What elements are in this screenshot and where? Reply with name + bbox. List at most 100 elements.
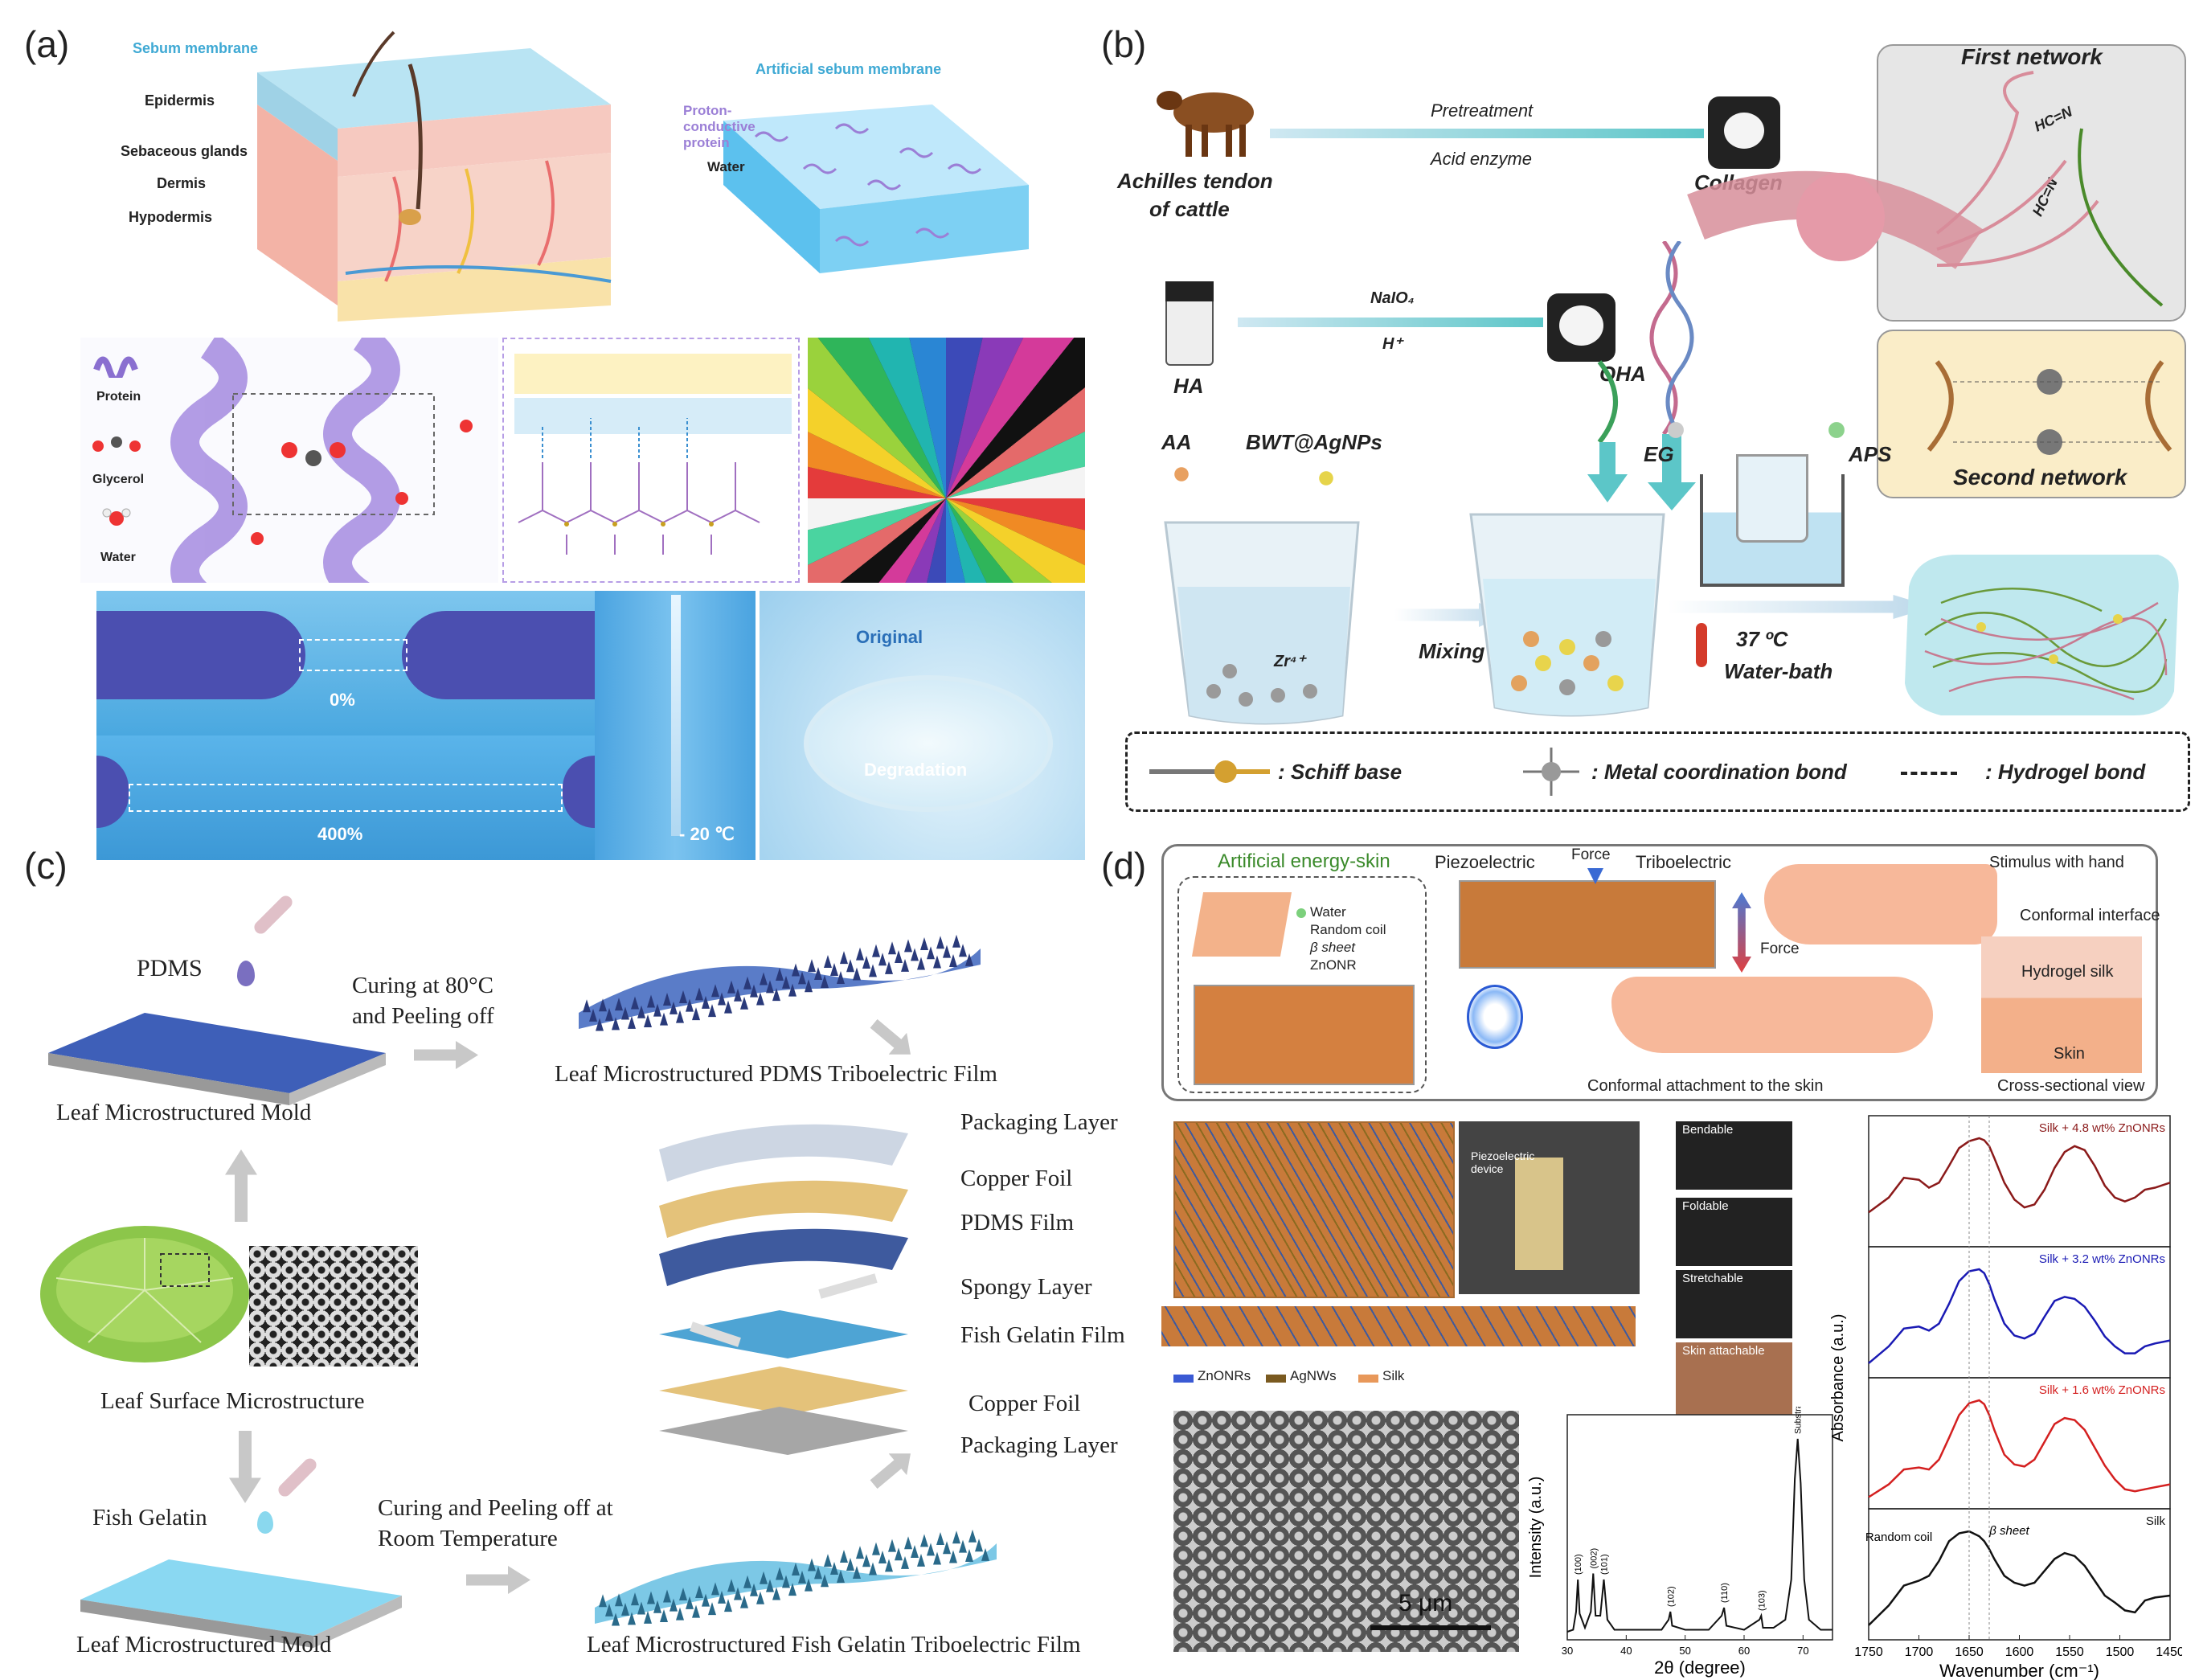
spike — [599, 1594, 607, 1608]
color-wedge — [946, 338, 1085, 498]
spike — [917, 957, 925, 970]
curing-1-line1: Curing at 80°C — [352, 973, 493, 998]
artificial-membrane-illustration — [723, 104, 1029, 273]
spike — [943, 1541, 951, 1555]
material-legend-agnw — [1266, 1375, 1286, 1383]
spike — [670, 1001, 678, 1014]
spike — [734, 988, 742, 1002]
material-silk-label: Silk — [1382, 1368, 1405, 1383]
layered-device-3d — [1173, 1121, 1455, 1298]
ftir-x-tick-label: 1600 — [2005, 1645, 2034, 1659]
layer-label-5: Copper Foil — [968, 1391, 1081, 1416]
spike — [750, 1583, 758, 1596]
color-wedge — [946, 498, 1085, 566]
network-strands — [1687, 71, 2172, 455]
panel-label-d: (d) — [1101, 845, 1147, 887]
xrd-plot-frame — [1566, 1414, 1833, 1641]
spike — [949, 954, 957, 968]
spike — [647, 994, 655, 1008]
legend-schiff-base: : Schiff base — [1278, 760, 1403, 784]
ftir-series-line — [1868, 1530, 2171, 1626]
spike — [830, 1562, 838, 1576]
color-wedge — [808, 498, 946, 583]
layer-label-2: PDMS Film — [960, 1210, 1075, 1235]
ftir-series-line — [1868, 1268, 2171, 1364]
spike — [821, 974, 829, 988]
bulb-icon — [1467, 985, 1523, 1049]
sem-image — [1173, 1411, 1519, 1652]
zr-label: Zr⁴⁺ — [1274, 653, 1306, 670]
glove-right-top — [402, 611, 595, 699]
skin-label-sebaceous: Sebaceous glands — [121, 143, 248, 159]
spike — [965, 1549, 973, 1563]
photo-foldable-label: Foldable — [1682, 1199, 1729, 1213]
skin-label: Skin — [2054, 1045, 2085, 1063]
chemical-bonds — [518, 418, 760, 555]
panel-label-c: (c) — [24, 845, 68, 887]
spike — [846, 959, 854, 973]
spike — [959, 1539, 967, 1553]
hydrogel-silk-label: Hydrogel silk — [2021, 963, 2114, 981]
spike — [952, 1530, 960, 1544]
spike — [663, 993, 671, 1006]
spike — [888, 1539, 896, 1552]
spike — [824, 954, 832, 968]
spike — [949, 1550, 957, 1563]
spike — [637, 1601, 645, 1615]
ftir-x-tick-label: 1650 — [1955, 1645, 1984, 1659]
spike — [968, 1529, 977, 1543]
pipette-2 — [276, 1456, 319, 1499]
spike — [911, 1545, 919, 1559]
spike — [760, 1571, 768, 1584]
bond-legend-box — [1125, 731, 2190, 812]
panel-a: Sebum membrane Epidermis Sebaceous gland… — [80, 16, 1085, 860]
spike — [975, 1539, 983, 1552]
conformal-attach-label: Conformal attachment to the skin — [1587, 1077, 1824, 1095]
spike — [904, 1536, 912, 1550]
spike — [846, 1557, 854, 1571]
spike — [792, 963, 800, 977]
spike — [734, 1587, 742, 1600]
beaker-1 — [1164, 521, 1360, 725]
spike — [663, 1589, 671, 1603]
fish-gelatin-label: Fish Gelatin — [92, 1505, 207, 1530]
spike — [756, 992, 764, 1006]
spike — [824, 1554, 832, 1567]
spike — [766, 1579, 774, 1592]
fish-gelatin-film — [595, 1529, 997, 1626]
xrd-x-tick-label: 30 — [1562, 1645, 1573, 1657]
mold-2-label: Leaf Microstructured Mold — [76, 1632, 332, 1657]
spike — [702, 995, 710, 1009]
photo-foldable — [1676, 1198, 1792, 1266]
spike — [695, 987, 703, 1001]
color-wedge — [808, 432, 946, 498]
xrd-peak-label: (100) — [1574, 1554, 1583, 1575]
skin-layers-illustration — [257, 31, 612, 322]
spike — [708, 1602, 716, 1616]
spike — [637, 1005, 645, 1018]
legend-beta-sheet-item: β sheet — [1310, 940, 1356, 955]
molecular-panel — [80, 338, 498, 583]
ftir-y-axis-label: Absorbance (a.u.) — [1829, 1314, 1847, 1442]
spike — [840, 1549, 848, 1563]
spike — [885, 1559, 893, 1572]
spike — [724, 1000, 732, 1014]
legend-water-item: Water — [1310, 904, 1346, 920]
legend-hydrogel-bond: : Hydrogel bond — [1985, 760, 2146, 784]
layer-label-3: Spongy Layer — [960, 1274, 1092, 1300]
transparency-colorwheel-photo — [808, 338, 1085, 583]
spike — [653, 1600, 661, 1613]
spike — [695, 1585, 703, 1599]
collagen-helix-arrow — [1587, 241, 1696, 510]
spike — [981, 1547, 989, 1561]
spike — [711, 984, 719, 998]
photo-bendable — [1676, 1121, 1792, 1190]
photo-skin-attachable — [1676, 1342, 1792, 1415]
spike — [760, 972, 768, 985]
thermometer-icon — [1696, 623, 1707, 667]
spike — [878, 1550, 887, 1563]
spike — [750, 984, 758, 998]
spike — [798, 1570, 806, 1584]
spike — [615, 1593, 623, 1607]
